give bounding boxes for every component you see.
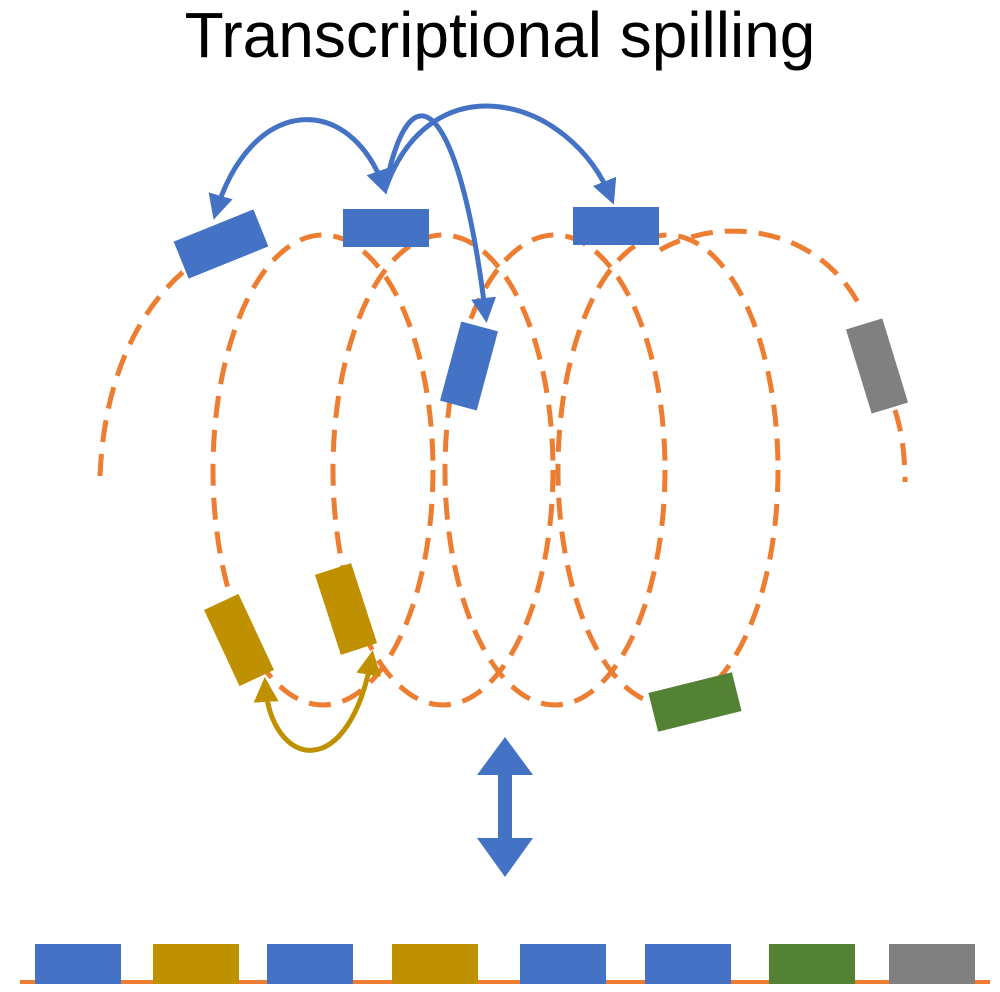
arrow-to-gene-blue-1 — [208, 117, 391, 220]
chromatin-coil — [97, 228, 908, 708]
linear-gene-1 — [35, 944, 121, 984]
linear-gene-5 — [520, 944, 606, 984]
page-title: Transcriptional spilling — [184, 0, 816, 71]
chromatin-loop-start — [97, 229, 261, 477]
gene-blue-1 — [173, 209, 269, 279]
linear-gene-8 — [889, 944, 975, 984]
gene-blue-2 — [343, 209, 429, 247]
linear-gene-track — [20, 944, 990, 984]
linear-gene-3 — [267, 944, 353, 984]
chromatin-loop-4 — [555, 232, 781, 708]
gene-gold-2 — [314, 563, 378, 655]
chromatin-loop-2 — [330, 232, 556, 708]
chromatin-loop-1 — [210, 232, 436, 708]
arrow-to-gene-blue-4 — [382, 113, 497, 323]
gene-blue-4 — [440, 321, 498, 411]
gene-blue-3 — [573, 207, 659, 245]
linear-gene-4 — [392, 944, 478, 984]
linear-gene-7 — [769, 944, 855, 984]
chromatin-loop-end — [658, 228, 908, 483]
linear-gene-6 — [645, 944, 731, 984]
gene-gray-1 — [845, 318, 909, 414]
linear-gene-2 — [153, 944, 239, 984]
gold-spilling-arrow — [253, 650, 381, 753]
coil-genes — [173, 207, 909, 732]
gene-green-1 — [648, 672, 742, 732]
chromatin-loop-3 — [442, 232, 668, 708]
arrow-to-gene-blue-3 — [382, 103, 617, 205]
gene-gold-1 — [204, 593, 274, 687]
double-headed-arrow — [477, 737, 533, 877]
blue-spilling-arrows — [208, 103, 617, 323]
